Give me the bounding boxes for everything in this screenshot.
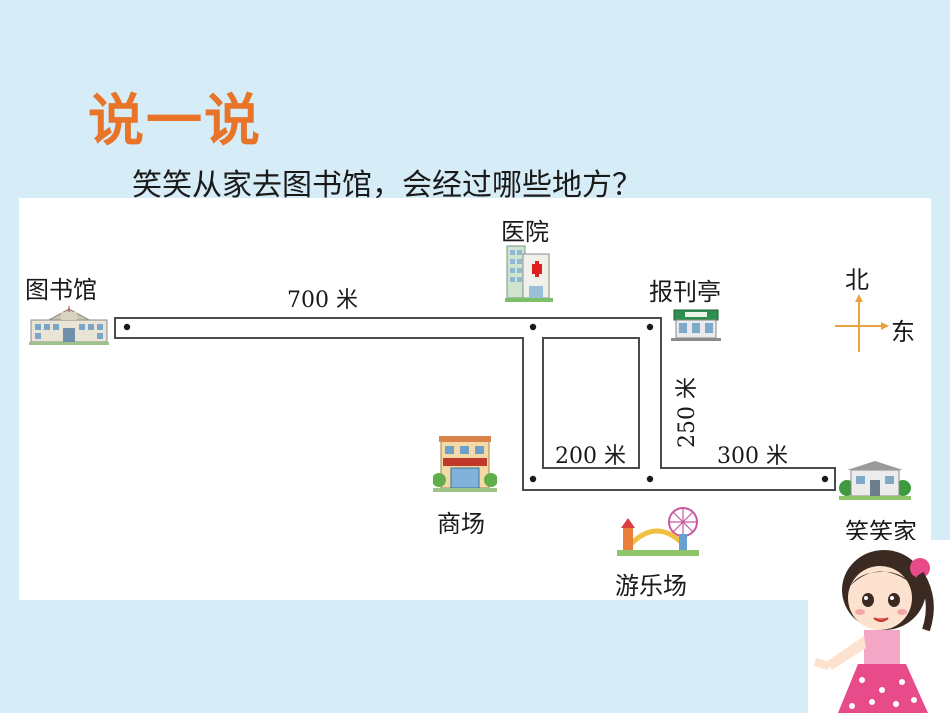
route-map: 北 东 图书馆 医院 报刊亭 商场 游乐场 笑笑家 700 米 200 米 30…: [19, 198, 931, 600]
junction-hospital: [529, 323, 537, 331]
distance-250: 250 米: [675, 377, 700, 448]
distance-300: 300 米: [717, 444, 788, 469]
girl-illustration: [808, 540, 950, 713]
home-icon: [839, 461, 911, 500]
hospital-label: 医院: [501, 218, 549, 246]
junction-newsstand: [646, 323, 654, 331]
junction-library: [123, 323, 131, 331]
junction-amusement: [646, 475, 654, 483]
library-icon: [29, 306, 109, 345]
junction-home: [821, 475, 829, 483]
road-outline-inner: [542, 337, 640, 469]
library-label: 图书馆: [25, 276, 97, 304]
newsstand-icon: [671, 309, 721, 341]
junction-dots: [123, 323, 829, 483]
mall-label: 商场: [437, 510, 485, 538]
question-text: 笑笑从家去图书馆，会经过哪些地方？: [132, 168, 642, 203]
roads: [114, 317, 836, 491]
hospital-icon: [505, 245, 553, 302]
newsstand-label: 报刊亭: [649, 278, 721, 306]
road-network: [114, 317, 836, 491]
amusement-park-icon: [617, 507, 699, 556]
road-outline-outer: [114, 317, 836, 491]
distance-700: 700 米: [287, 288, 358, 313]
compass-east-label: 东: [891, 318, 915, 346]
page-title: 说一说: [88, 89, 262, 154]
compass-north-label: 北: [845, 266, 869, 294]
distance-200: 200 米: [555, 444, 626, 469]
amusement-park-label: 游乐场: [615, 572, 687, 600]
compass-arrows: [835, 294, 889, 352]
mall-icon: [433, 436, 497, 492]
junction-mall: [529, 475, 537, 483]
